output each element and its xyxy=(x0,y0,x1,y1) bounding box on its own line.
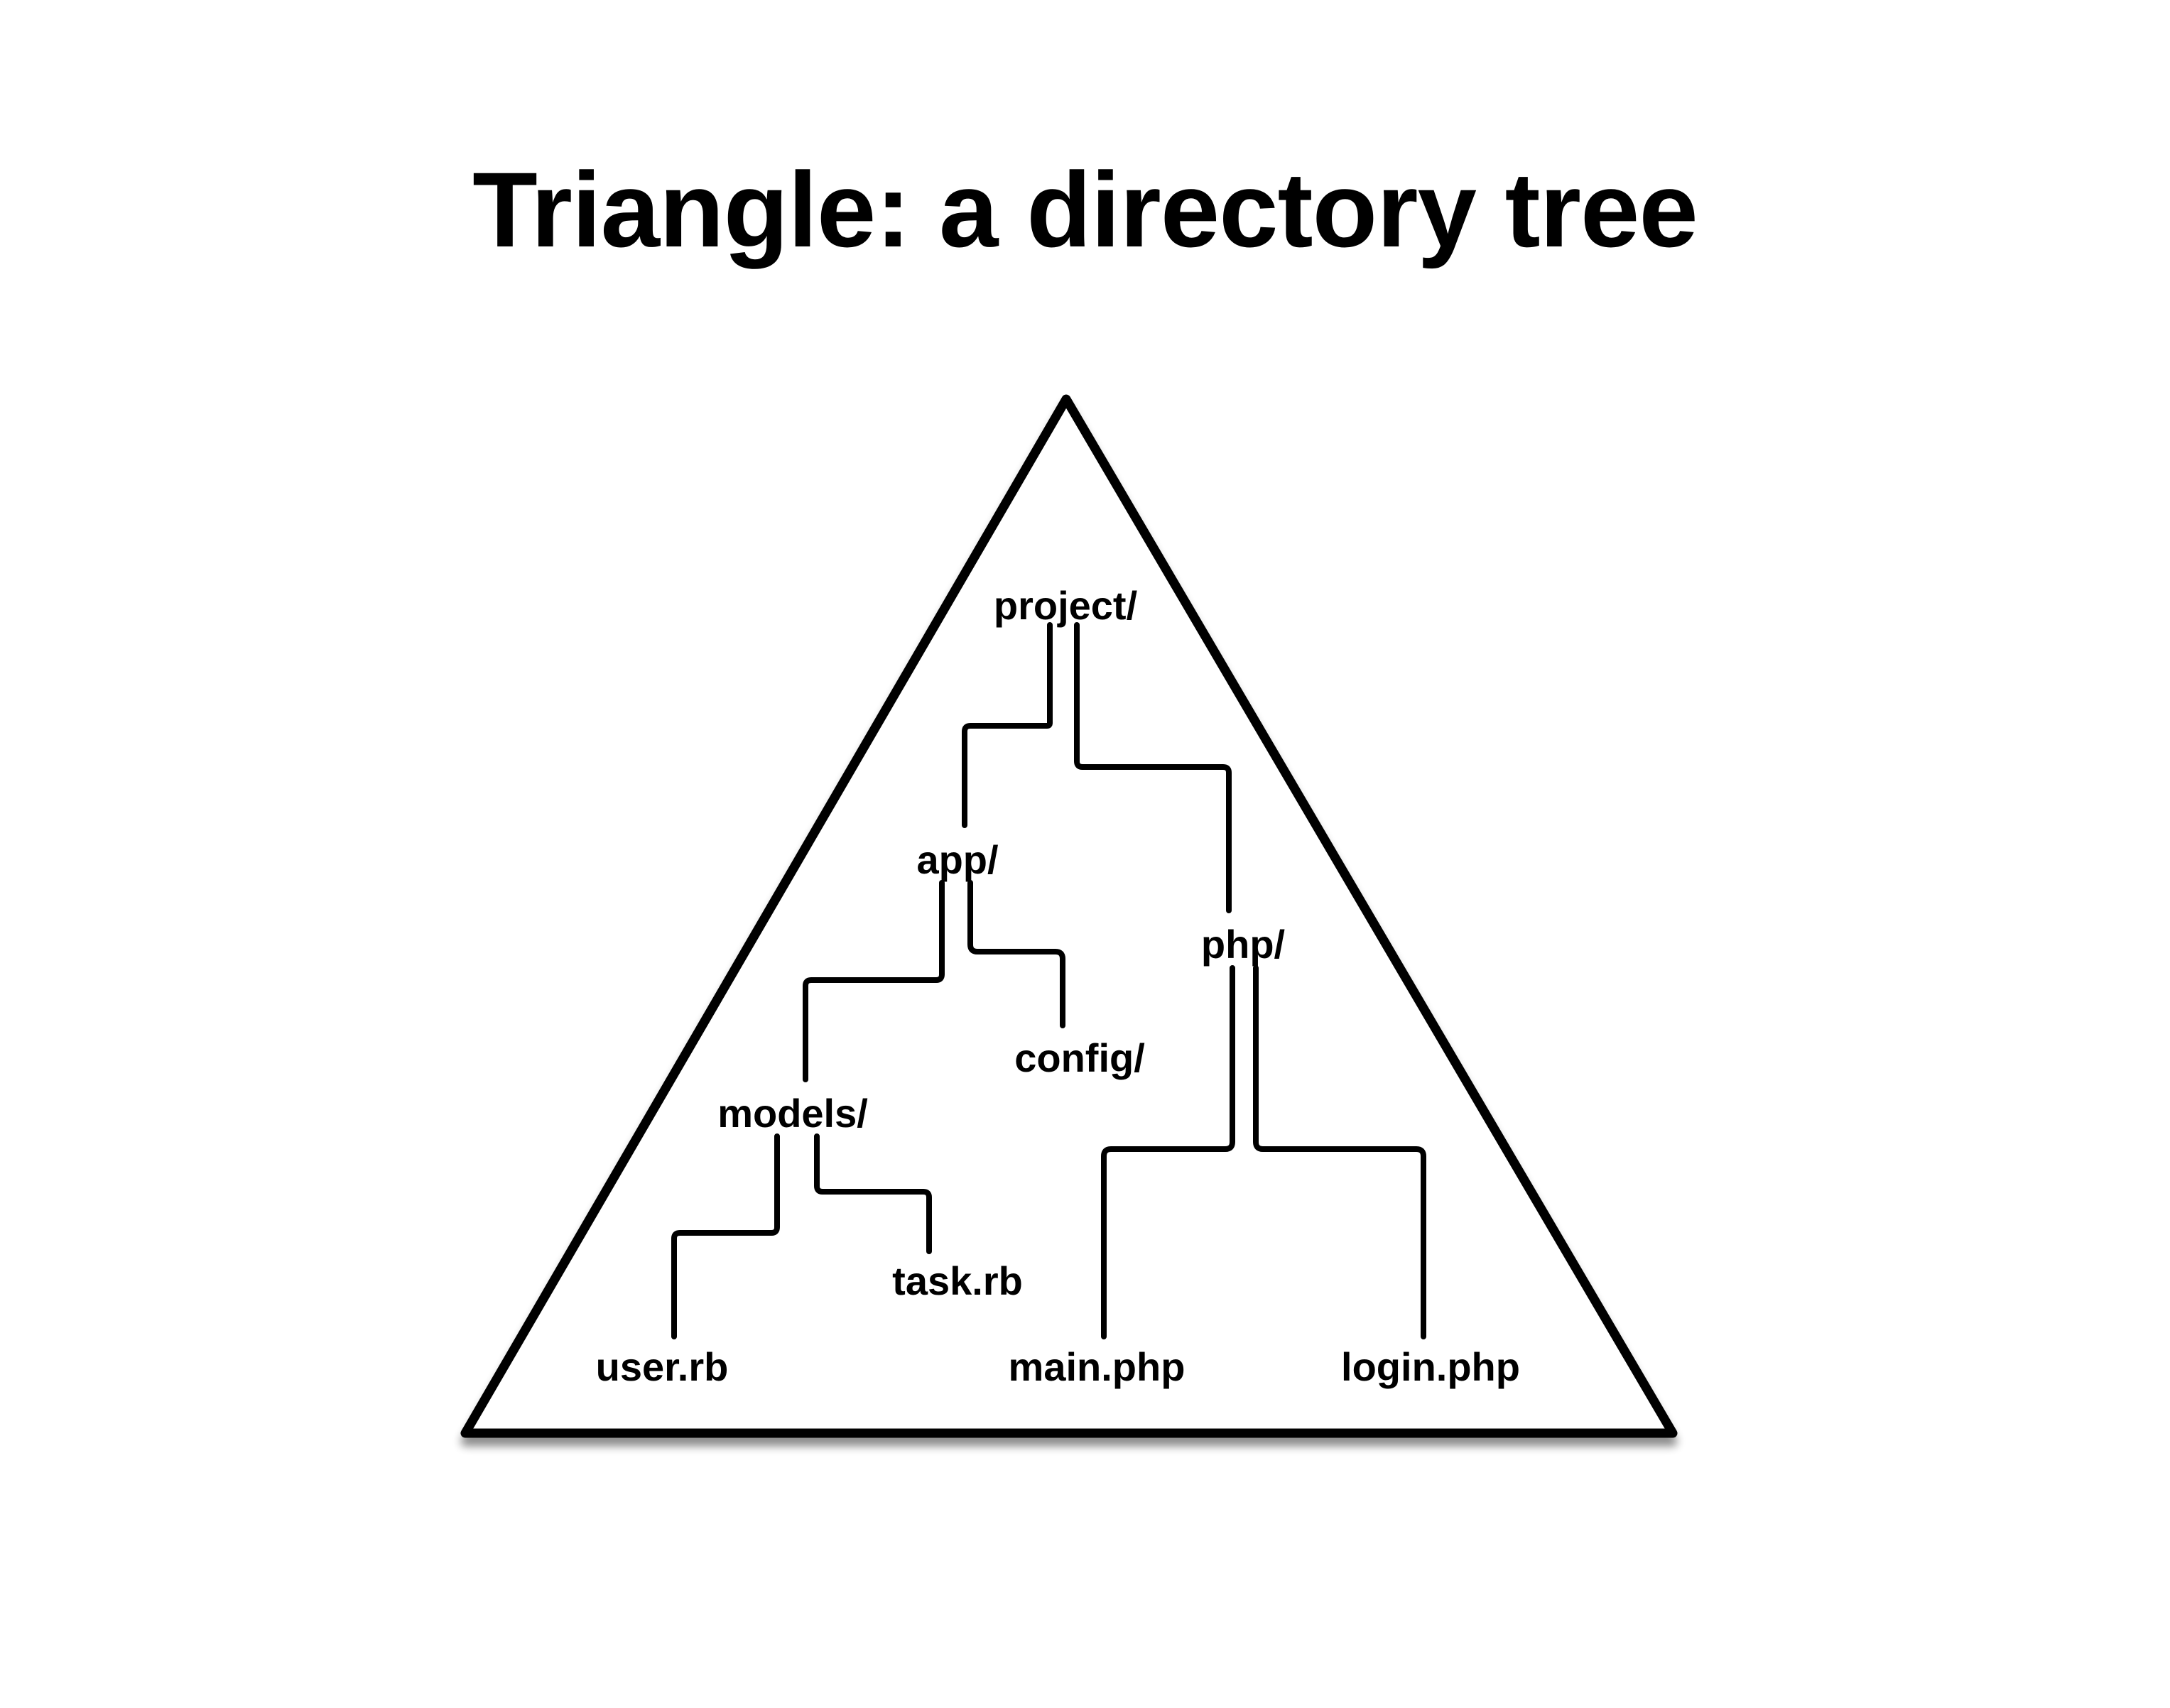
edge-php-mainphp xyxy=(1101,965,1235,1339)
node-project: project/ xyxy=(994,583,1138,628)
page-title: Triangle: a directory tree xyxy=(472,150,1698,269)
edge-app-models xyxy=(803,880,945,1082)
edge-app-config xyxy=(967,880,1065,1028)
edge-php-loginphp xyxy=(1253,965,1426,1339)
edge-models-taskrb xyxy=(814,1133,932,1254)
node-login-php: login.php xyxy=(1341,1344,1520,1389)
node-main-php: main.php xyxy=(1009,1344,1186,1389)
edge-project-php xyxy=(1074,622,1232,913)
node-config: config/ xyxy=(1014,1035,1145,1080)
node-app: app/ xyxy=(916,837,999,882)
edge-models-userrb xyxy=(671,1133,780,1339)
node-task-rb: task.rb xyxy=(892,1258,1023,1303)
edge-project-app xyxy=(962,622,1053,828)
triangle-outline xyxy=(460,394,1678,1438)
node-models: models/ xyxy=(717,1091,868,1136)
node-php: php/ xyxy=(1201,922,1286,967)
node-user-rb: user.rb xyxy=(596,1344,729,1389)
